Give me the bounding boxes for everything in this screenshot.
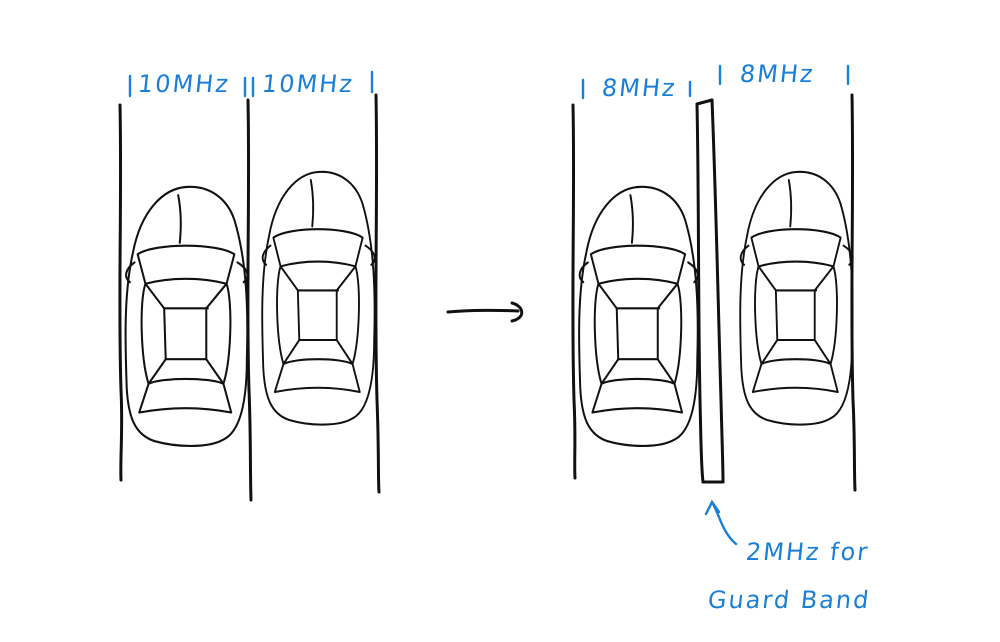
arrow-head — [510, 301, 524, 323]
guard-band-pointer-head — [704, 499, 721, 516]
left-lane-divider — [246, 98, 253, 502]
guard-band-top — [695, 98, 714, 106]
left-lane-2-label: 10MHz — [260, 70, 356, 98]
left-lane-1-label: 10MHz — [136, 70, 232, 98]
guard-band-left-edge — [695, 102, 705, 484]
right-lane-1-label: 8MHz — [600, 74, 679, 102]
arrow-shaft — [446, 308, 520, 314]
right-lanes — [571, 93, 857, 492]
car-left-2 — [261, 170, 376, 426]
car-left-1 — [124, 185, 249, 447]
left-lanes — [118, 93, 381, 502]
left-lane-edge-outer-left — [118, 103, 124, 482]
left-lane-edge-outer-right — [374, 93, 381, 494]
right-lane-edge-outer-left — [571, 103, 577, 480]
guard-band-label-line1: 2MHz for — [744, 538, 871, 566]
left-bracket-marks — [128, 70, 374, 98]
right-bracket-marks — [581, 64, 850, 100]
guard-band-right-edge — [710, 98, 725, 484]
car-right-2 — [739, 170, 854, 426]
right-lane-2-label: 8MHz — [738, 60, 817, 88]
transition-arrow — [446, 301, 524, 323]
guard-band-label-line2: Guard Band — [706, 586, 872, 614]
car-right-1 — [578, 185, 699, 447]
